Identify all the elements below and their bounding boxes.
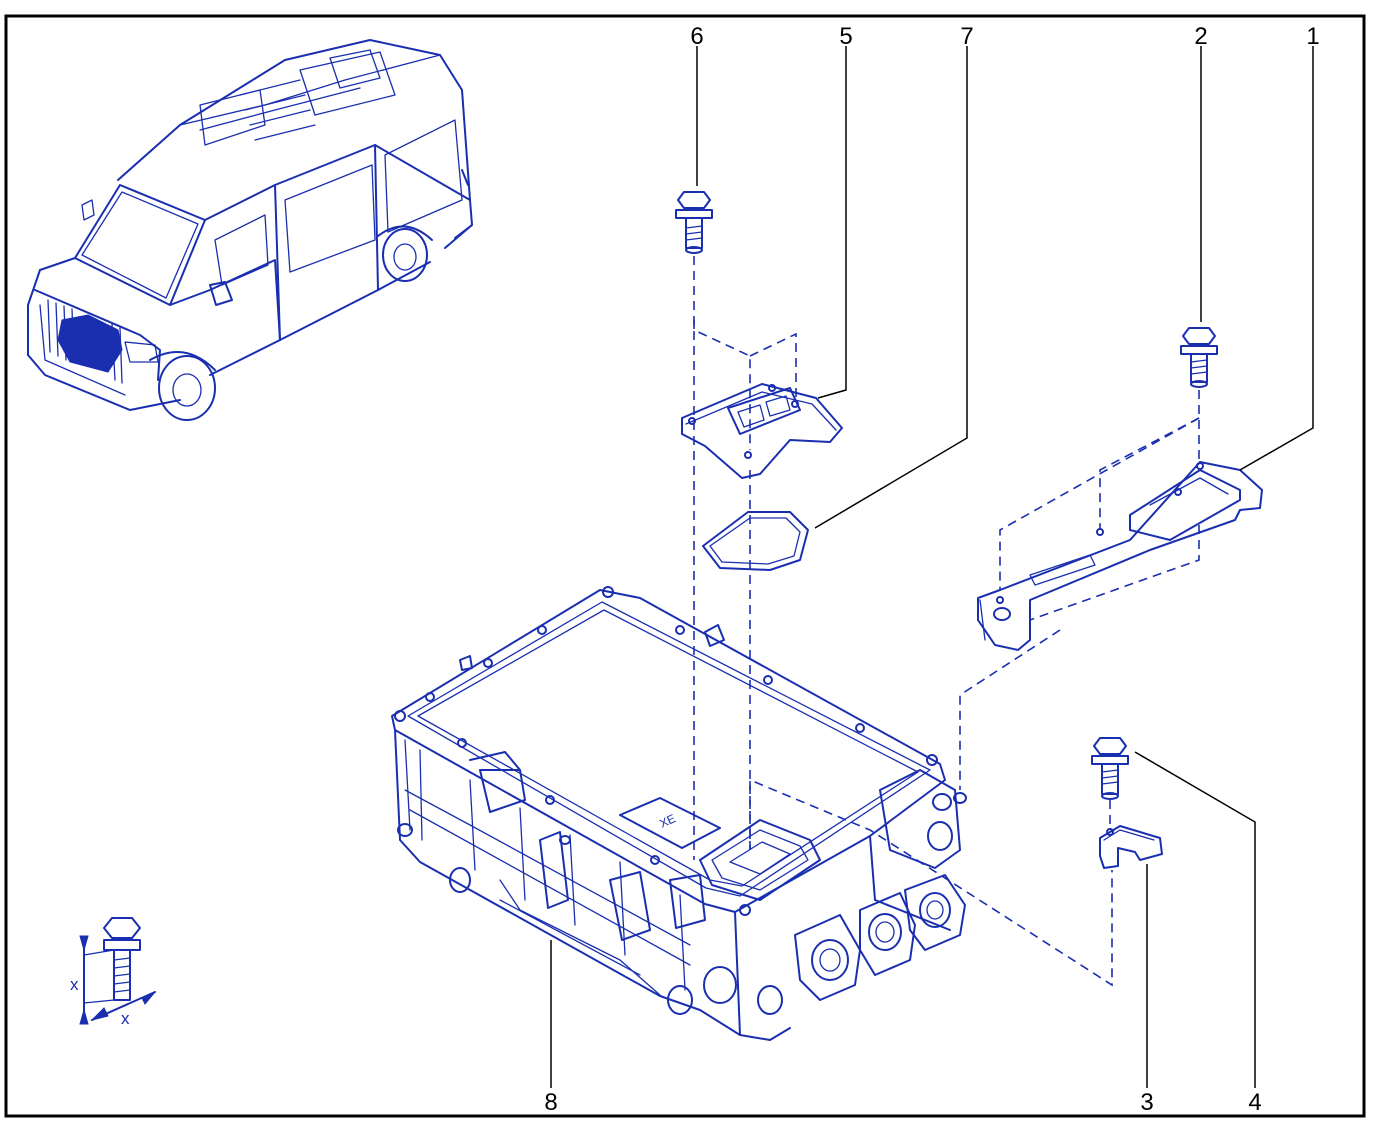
part-8-main-unit: XE [391,586,967,1041]
part-3-clip-bracket [1099,825,1163,869]
callout-3: 3 [1140,1089,1153,1116]
part-4-bolt [1091,737,1129,800]
assembly-alignment-lines [693,256,1200,987]
callout-2: 2 [1194,23,1207,50]
bolt-diameter-label: x [121,1009,130,1028]
callout-1: 1 [1306,23,1319,50]
part-7-gasket [702,511,809,571]
callout-7: 7 [960,23,973,50]
part-6-bolt [675,191,713,254]
unit-plate-text: XE [657,811,677,830]
callout-numbers: 6 5 7 2 1 8 3 4 [544,23,1319,1116]
callout-5: 5 [839,23,852,50]
part-5-cover-plate [681,383,843,479]
callout-8: 8 [544,1089,557,1116]
callout-6: 6 [690,23,703,50]
part-1-mounting-bracket [977,461,1263,651]
component-location-highlight [57,314,123,373]
unit-rating-plate [619,797,721,849]
bolt-dimension-legend: x x [70,917,156,1028]
van-locator-illustration [27,39,473,421]
bolt-length-label: x [70,975,79,994]
callout-4: 4 [1248,1089,1261,1116]
part-2-bolt [1180,327,1218,388]
callout-leader-lines [550,46,1314,1088]
diagram-frame [4,14,1366,1118]
